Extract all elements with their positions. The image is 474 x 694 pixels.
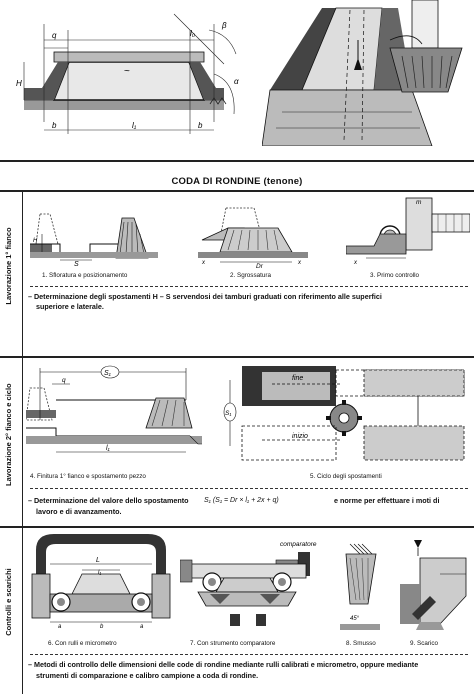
label-L: L [96,557,100,564]
section-3-dash [30,654,468,655]
section-3-label: Controlli e scarichi [4,568,13,636]
section-1-dash [30,286,468,287]
fig5-ciclo: fine inizio S₁ [222,362,468,468]
section-2-label: Lavorazione 2° fianco e ciclo [4,383,13,486]
svg-text:q: q [62,377,66,384]
caption-fig8: 8. Smusso [346,640,376,647]
section-2-dash [30,488,468,489]
svg-text:S: S [74,261,79,268]
section-2-rule [22,356,23,526]
section-3-rule [22,526,23,694]
caption-fig6: 6. Con rulli e micrometro [48,640,117,647]
fig2-sgrossatura: Dr x x [198,198,314,268]
section-2-note-1a: – Determinazione del valore dello sposta… [28,496,189,505]
svg-text:H: H [33,238,38,244]
fig8-smusso: 45° [340,534,390,634]
fig6-rulli-micrometro: L l₁ a b a [28,530,176,636]
fig3-primo-controllo: m x [346,194,470,268]
top-dovetail-drawing: q l₀ β H α b l₁ b ~ [14,4,244,144]
svg-text:x: x [297,260,302,266]
caption-fig9: 9. Scarico [410,640,438,647]
fig1-sfloratura: S H [30,194,165,268]
label-l1: l₁ [132,121,137,130]
svg-text:S₁: S₁ [104,370,112,377]
divider-section-2 [0,356,474,358]
label-H: H [16,79,22,88]
label-fine: fine [292,375,303,382]
section-1-note-1: – Determinazione degli spostamenti H – S… [28,292,382,301]
svg-text:a: a [58,624,62,630]
section-1-label: Lavorazione 1° fianco [4,227,13,305]
caption-fig5: 5. Ciclo degli spostamenti [310,473,382,480]
svg-text:l₁: l₁ [98,570,101,576]
svg-text:l₁: l₁ [106,445,111,452]
label-l0: l₀ [190,29,196,38]
divider-section-3 [0,526,474,528]
fig7-comparatore: comparatore [180,534,330,636]
label-45deg: 45° [350,616,360,622]
label-beta: β [221,21,227,30]
label-m: m [416,199,422,206]
label-b-left: b [52,121,57,130]
divider-title [0,190,474,192]
caption-fig1: 1. Sfloratura e posizionamento [42,272,128,279]
svg-text:b: b [100,624,104,630]
section-2-formula: S₁ (S₁ = Dr × l₁ + 2x + q) [204,497,279,504]
svg-text:x: x [201,260,206,266]
label-comparatore: comparatore [280,541,317,548]
fig4-finitura: S₁ q l₁ [26,360,212,464]
section-2-note-2: lavoro e di avanzamento. [36,507,122,516]
caption-fig3: 3. Primo controllo [370,272,419,279]
caption-fig7: 7. Con strumento comparatore [190,640,276,647]
section-3-note-2: strumenti di comparazione e calibro camp… [36,671,259,680]
label-Dr: Dr [256,263,264,268]
svg-text:S₁: S₁ [225,410,231,417]
svg-text:x: x [353,260,358,266]
label-inizio: inizio [292,433,308,440]
section-1-note-2: superiore e laterale. [36,302,104,311]
label-q: q [52,31,57,40]
section-2-note-1b: e norme per effettuare i moti di [334,496,440,505]
section-1-rule [22,190,23,356]
page-title: CODA DI RONDINE (tenone) [171,176,303,187]
caption-fig2: 2. Sgrossatura [230,272,271,279]
section-3-note-1: – Metodi di controllo delle dimensioni d… [28,660,419,669]
fig9-scarico [400,534,470,634]
label-tilde: ~ [124,66,130,77]
divider-top [0,160,474,162]
label-alpha: α [234,77,239,86]
caption-fig4: 4. Finitura 1° fianco e spostamento pezz… [30,473,146,480]
svg-text:a: a [140,624,144,630]
top-machine-perspective [262,0,470,146]
label-b-right: b [198,121,203,130]
